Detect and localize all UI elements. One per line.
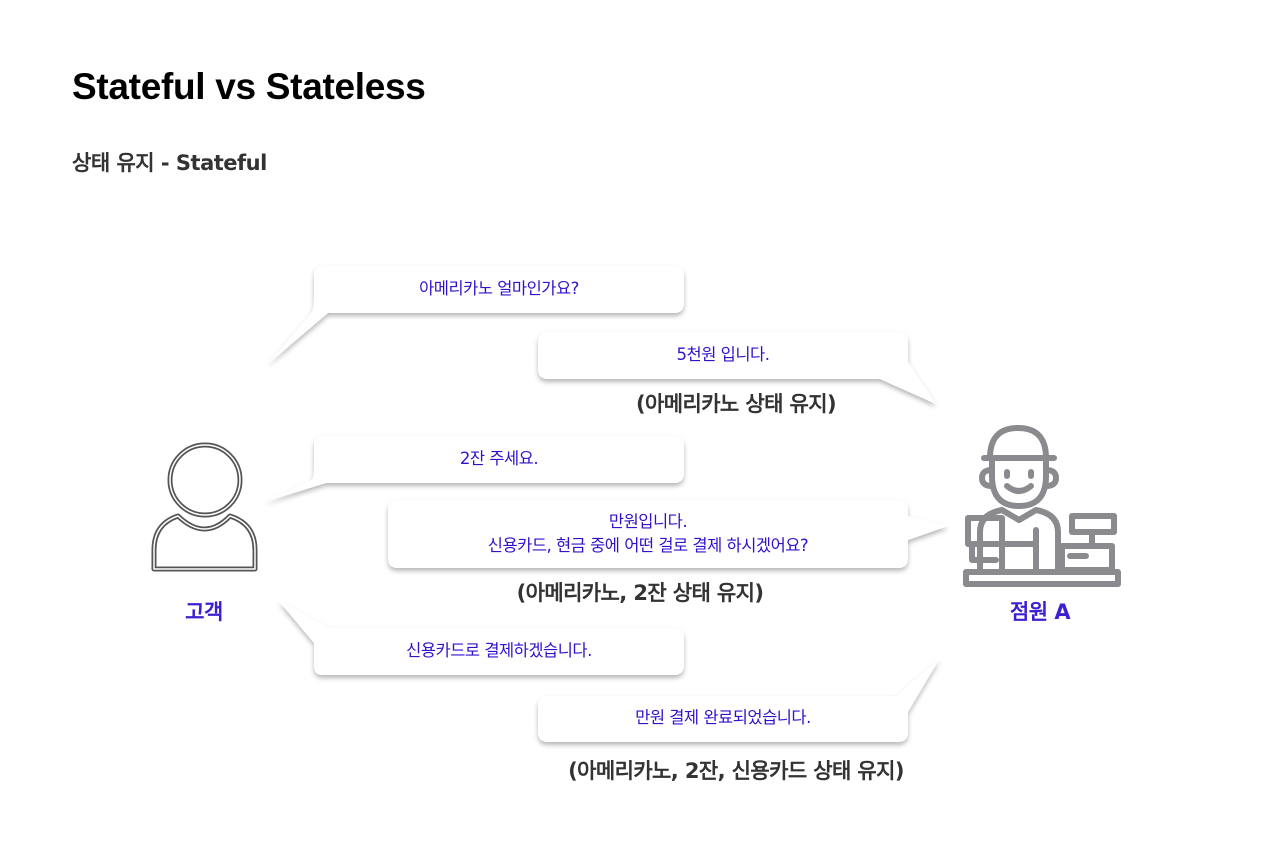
- state-note-1: (아메리카노 상태 유지): [636, 392, 837, 416]
- speech-bubble-5: [278, 600, 684, 675]
- speech-bubble-1: [268, 266, 684, 364]
- speech-bubble-2: [538, 332, 936, 404]
- speech-text-6: 만원 결제 완료되었습니다.: [538, 706, 908, 730]
- speech-line: 5천원 입니다.: [676, 345, 770, 364]
- speech-line: 신용카드로 결제하겠습니다.: [406, 641, 592, 660]
- speech-line: 아메리카노 얼마인가요?: [419, 279, 579, 298]
- speech-text-4: 만원입니다. 신용카드, 현금 중에 어떤 걸로 결제 하시겠어요?: [388, 510, 908, 558]
- speech-bubble-3: [264, 436, 684, 502]
- state-note-2: (아메리카노, 2잔 상태 유지): [516, 581, 764, 605]
- speech-bubble-6: [538, 658, 940, 742]
- speech-bubble-4: [388, 500, 948, 568]
- page-title: Stateful vs Stateless: [72, 66, 426, 107]
- speech-text-3: 2잔 주세요.: [314, 447, 684, 471]
- person-icon: [151, 442, 258, 572]
- customer-label: 고객: [185, 600, 223, 624]
- cashier-clerk-icon: [963, 425, 1121, 587]
- page-subtitle: 상태 유지 - Stateful: [72, 151, 267, 175]
- speech-text-2: 5천원 입니다.: [538, 343, 908, 367]
- state-note-3: (아메리카노, 2잔, 신용카드 상태 유지): [568, 759, 904, 783]
- speech-text-5: 신용카드로 결제하겠습니다.: [314, 639, 684, 663]
- speech-line: 2잔 주세요.: [459, 449, 539, 468]
- speech-text-1: 아메리카노 얼마인가요?: [314, 277, 684, 301]
- speech-line: 만원 결제 완료되었습니다.: [635, 708, 811, 727]
- clerk-label: 점원 A: [1009, 600, 1071, 624]
- speech-line: 만원입니다.: [608, 512, 688, 531]
- speech-line: 신용카드, 현금 중에 어떤 걸로 결제 하시겠어요?: [487, 536, 809, 555]
